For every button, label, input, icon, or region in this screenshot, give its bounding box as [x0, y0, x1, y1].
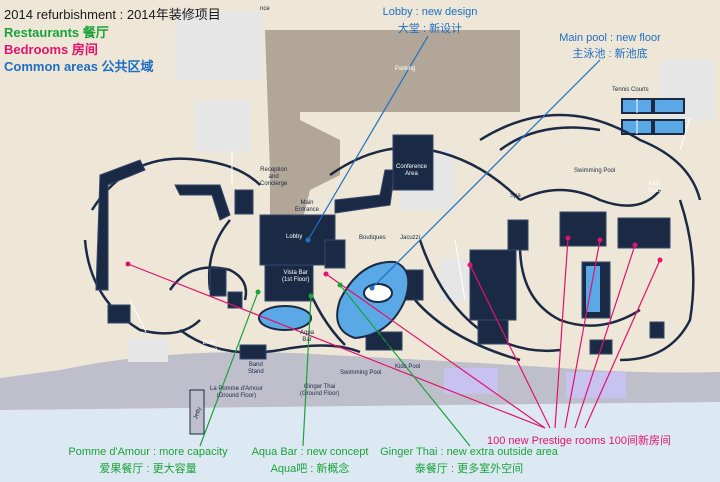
tennis-court	[653, 98, 685, 114]
placeholder-box	[128, 338, 168, 362]
entrance-fragment-label: nce	[260, 6, 270, 12]
kids-club-label: Kids Club	[648, 181, 661, 194]
legend-restaurants: Restaurants 餐厅	[4, 25, 109, 40]
pool-island	[363, 283, 393, 303]
main-entrance-label: Main Entrance	[295, 200, 320, 213]
ginger-annotation-en: Ginger Thai : new extra outside area	[380, 446, 558, 458]
parking-label: Parking	[395, 66, 416, 72]
band-stand-label: Band Stand	[248, 362, 264, 375]
road-area	[265, 30, 340, 230]
legend-bedrooms: Bedrooms 房间	[4, 42, 98, 57]
reception-label: Reception and Concierge	[260, 167, 288, 187]
sea-area	[0, 398, 720, 482]
pool-annotation-zh: 主泳池 : 新池底	[572, 48, 648, 60]
beach-area	[0, 352, 720, 410]
aqua-bar-label: Aqua Bar	[300, 330, 315, 343]
legend-title: 2014 refurbishment : 2014年装修项目	[4, 7, 221, 22]
tennis-court	[653, 119, 685, 135]
lobby-annotation-en: Lobby : new design	[382, 6, 478, 18]
annotation-lines	[127, 35, 661, 447]
jacuzzi-label: Jacuzzi	[400, 235, 421, 241]
markers	[125, 235, 663, 299]
placeholder-box	[175, 12, 263, 80]
prestige-room-block	[444, 368, 498, 394]
swimming-pool-top-label: Swimming Pool	[574, 168, 616, 174]
aqua-annotation-zh: Aqua吧 : 新概念	[270, 463, 350, 475]
aqua-pool	[258, 305, 312, 331]
pomme-annotation-en: Pomme d'Amour : more capacity	[68, 446, 228, 458]
buildings	[95, 134, 671, 360]
pool-annotation-en: Main pool : new floor	[559, 32, 661, 44]
boat-house-label: Boat House	[200, 340, 218, 353]
vista-bar-label: Vista Bar (1st Floor)	[282, 270, 310, 283]
lobby-annotation-zh: 大堂 : 新设计	[397, 23, 463, 35]
pomme-map-label: La Pomme d'Amour (Ground Floor)	[210, 386, 263, 399]
ginger-map-label: Ginger Thai (Ground Floor)	[300, 384, 340, 397]
swimming-pool-main-label: Swimming Pool	[340, 370, 382, 376]
conference-label: Conference Area	[396, 164, 428, 177]
spa-label: Spa	[510, 193, 521, 199]
pomme-annotation-zh: 爱果餐厅 : 更大容量	[99, 463, 197, 475]
aqua-annotation-en: Aqua Bar : new concept	[251, 446, 369, 458]
legend-common-areas: Common areas 公共区域	[4, 59, 154, 74]
jetty	[189, 389, 205, 435]
prestige-room-block	[566, 372, 626, 398]
lobby-label: Lobby	[286, 234, 303, 240]
kids-pool-label: Kids Pool	[395, 364, 421, 370]
les-coquillages-label: Les Coquillages	[366, 334, 398, 347]
prestige-rooms-annotation: 100 new Prestige rooms 100间新房间	[487, 435, 672, 447]
placeholder-box	[195, 100, 251, 152]
boutiques-label: Boutiques	[359, 235, 386, 241]
tennis-courts-label: Tennis Courts	[612, 87, 649, 93]
parking-area	[300, 30, 520, 112]
label-leaders	[129, 117, 691, 333]
ginger-annotation-zh: 泰餐厅 : 更多室外空间	[414, 463, 524, 475]
